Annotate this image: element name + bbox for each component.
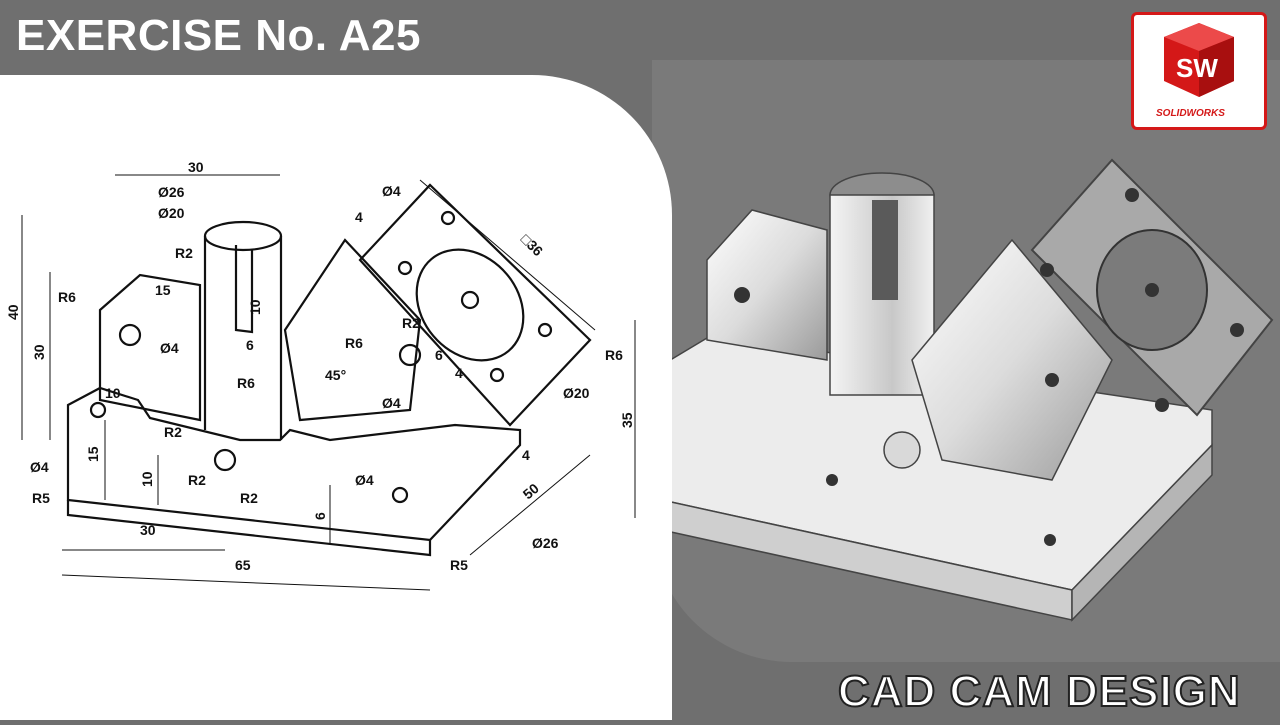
render-panel — [652, 60, 1280, 662]
dim-label: Ø20 — [158, 205, 185, 221]
technical-drawing: 30 Ø26 Ø20 R2 15 R6 40 30 Ø4 10 6 Ø4 4 □… — [5, 159, 636, 591]
dim-label: 35 — [619, 412, 635, 428]
dim-label: 4 — [455, 365, 463, 381]
dim-label: R2 — [175, 245, 193, 261]
solidworks-cube-icon: SW — [1164, 23, 1234, 97]
dim-label: R2 — [188, 472, 206, 488]
dim-label: 30 — [140, 522, 156, 538]
dim-label: Ø4 — [382, 395, 401, 411]
dim-label: 6 — [246, 337, 254, 353]
dim-label: 15 — [85, 446, 101, 462]
dim-label: Ø20 — [563, 385, 590, 401]
dim-label: 40 — [5, 304, 21, 320]
dim-label: 10 — [247, 299, 263, 315]
dim-label: 15 — [155, 282, 171, 298]
dim-label: 45° — [325, 367, 346, 383]
dim-label: R6 — [605, 347, 623, 363]
dim-label: R2 — [240, 490, 258, 506]
solidworks-logo: SW SOLIDWORKS — [1131, 12, 1267, 130]
dim-label: Ø4 — [30, 459, 49, 475]
footer-brand: CAD CAM DESIGN — [837, 666, 1241, 717]
dim-label: R5 — [32, 490, 50, 506]
dim-label: 30 — [31, 344, 47, 360]
drawing-panel: 30 Ø26 Ø20 R2 15 R6 40 30 Ø4 10 6 Ø4 4 □… — [0, 75, 672, 720]
dim-label: R6 — [58, 289, 76, 305]
page-title: EXERCISE No. A25 — [16, 11, 421, 60]
dim-label: R6 — [237, 375, 255, 391]
dim-label: 65 — [235, 557, 251, 573]
dim-label: 10 — [105, 385, 121, 401]
dim-label: R2 — [402, 315, 420, 331]
dim-label: □36 — [518, 231, 546, 259]
dim-label: R2 — [164, 424, 182, 440]
dim-label: R5 — [450, 557, 468, 573]
dim-label: Ø4 — [160, 340, 179, 356]
dim-label: Ø26 — [158, 184, 185, 200]
dim-label: R6 — [345, 335, 363, 351]
dim-label: 4 — [522, 447, 530, 463]
dim-label: Ø4 — [382, 183, 401, 199]
dim-label: 4 — [355, 209, 363, 225]
dim-label: 6 — [435, 347, 443, 363]
3d-render — [661, 158, 1274, 622]
dim-label: 50 — [520, 480, 542, 502]
dim-label: 10 — [139, 471, 155, 487]
dim-label: 6 — [312, 512, 328, 520]
logo-letters: SW — [1176, 53, 1218, 83]
logo-text: SOLIDWORKS — [1156, 108, 1225, 119]
dim-label: 30 — [188, 159, 204, 175]
dim-label: Ø4 — [355, 472, 374, 488]
dim-label: Ø26 — [532, 535, 559, 551]
